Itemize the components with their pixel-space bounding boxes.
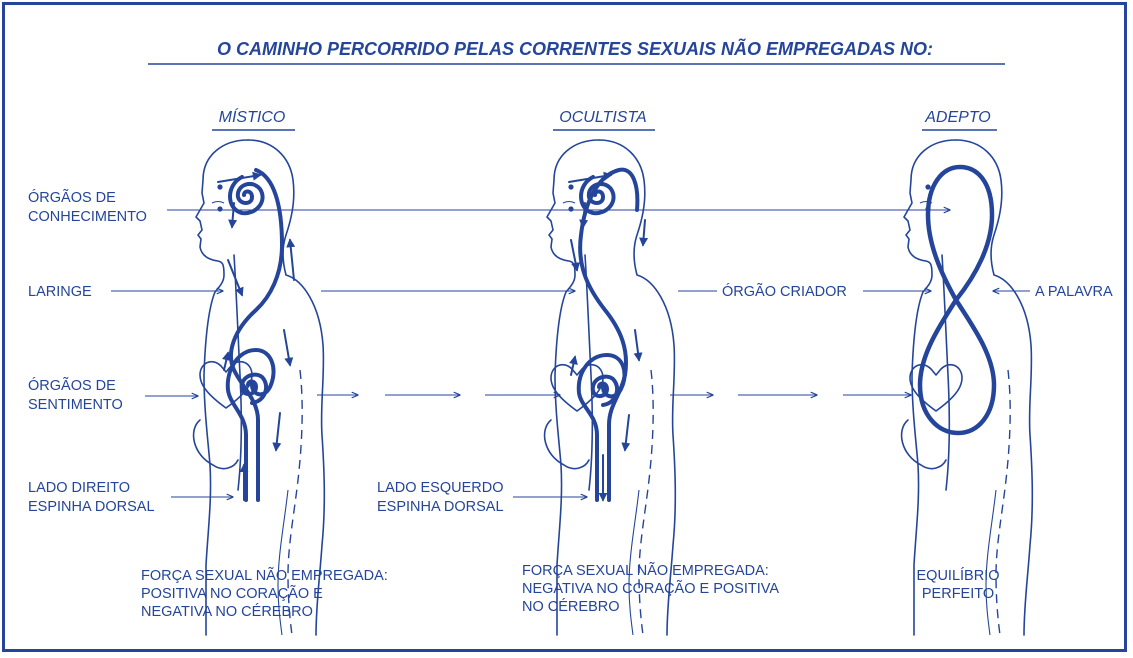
flow-arrow	[286, 238, 296, 281]
label-lado-esquerdo: LADO ESQUERDO	[377, 480, 504, 496]
body-silhouette	[543, 139, 677, 636]
body-silhouette	[192, 139, 326, 636]
label-orgaos-sentimento: ÓRGÃOS DE	[28, 377, 116, 394]
diagram-canvas: O CAMINHO PERCORRIDO PELAS CORRENTES SEX…	[28, 38, 1113, 636]
flow-arrow	[227, 259, 244, 297]
label-lado-direito: LADO DIREITO	[28, 480, 130, 496]
flow-arrow	[633, 329, 643, 362]
figure-mistico	[192, 139, 326, 636]
caption-adepto-line: EQUILÍBRIO	[917, 567, 1000, 584]
flow-arrow	[639, 219, 649, 247]
flow-arrow	[579, 202, 589, 229]
chest-spiral	[239, 372, 269, 405]
chest-spiral	[590, 374, 620, 407]
diagram-title: O CAMINHO PERCORRIDO PELAS CORRENTES SEX…	[217, 38, 933, 59]
figure-ocultista	[543, 139, 677, 636]
flow-arrow	[568, 171, 613, 183]
label-laringe: LARINGE	[28, 284, 92, 300]
figure-eight-icon	[917, 164, 997, 436]
label-orgaos-conhecimento: ÓRGÃOS DE	[28, 189, 116, 206]
flow-arrow	[569, 355, 578, 376]
label-lado-esquerdo: ESPINHA DORSAL	[377, 499, 504, 515]
flow-arrow	[228, 202, 238, 229]
caption-adepto-line: PERFEITO	[922, 586, 994, 602]
label-a-palavra: A PALAVRA	[1035, 284, 1113, 300]
caption-ocultista-line: NO CÉREBRO	[522, 598, 620, 615]
flow-arrow	[621, 414, 631, 452]
column-heading-mistico: MÍSTICO	[219, 107, 286, 126]
label-orgaos-conhecimento: CONHECIMENTO	[28, 209, 147, 225]
caption-mistico-line: NEGATIVA NO CÉREBRO	[141, 603, 313, 620]
flow-arrow	[272, 412, 282, 452]
head-spiral	[228, 175, 265, 216]
flow-arrow	[217, 171, 262, 183]
caption-mistico-line: FORÇA SEXUAL NÃO EMPREGADA:	[141, 567, 388, 584]
caption-mistico-line: POSITIVA NO CORAÇÃO E	[141, 585, 323, 602]
figure-adepto	[900, 139, 1034, 636]
caption-ocultista-line: NEGATIVA NO CORAÇÃO E POSITIVA	[522, 580, 779, 597]
label-orgao-criador: ÓRGÃO CRIADOR	[722, 283, 847, 300]
flow-arrow	[283, 329, 294, 367]
column-heading-adepto: ADEPTO	[924, 109, 991, 126]
flow-arrow	[570, 239, 581, 272]
caption-ocultista-line: FORÇA SEXUAL NÃO EMPREGADA:	[522, 562, 769, 579]
label-lado-direito: ESPINHA DORSAL	[28, 499, 155, 515]
label-orgaos-sentimento: SENTIMENTO	[28, 397, 123, 413]
flow-arrow	[221, 351, 231, 371]
column-heading-ocultista: OCULTISTA	[559, 109, 646, 126]
